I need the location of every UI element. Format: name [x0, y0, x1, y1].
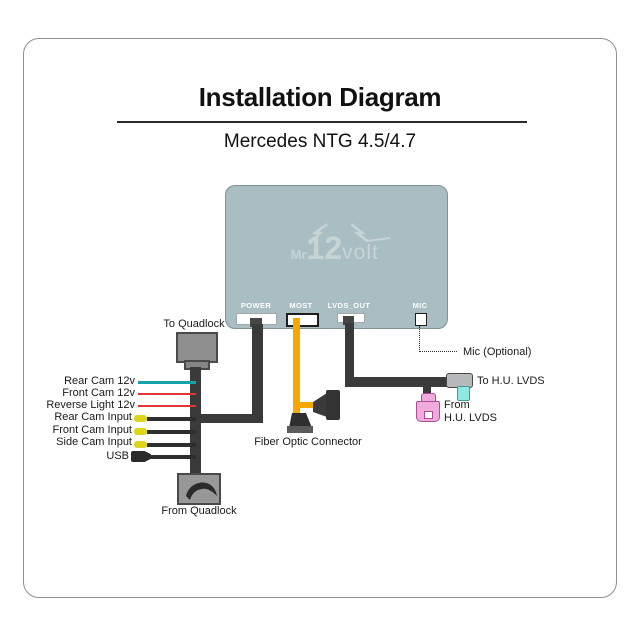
- mic-dotted-line-vertical: [419, 326, 420, 352]
- most-port-connector: [286, 313, 319, 327]
- quadlock-hook-icon: [186, 482, 217, 500]
- lvds-branch-cable: [423, 384, 431, 396]
- fiber-optic-connector-label: Fiber Optic Connector: [254, 436, 362, 448]
- power-plug: [250, 318, 262, 327]
- wire-label-side-cam-input: Side Cam Input: [56, 436, 132, 448]
- rear-cam-input-wire: [147, 416, 196, 421]
- usb-connector: [131, 451, 151, 462]
- to-hu-lvds-label: To H.U. LVDS: [477, 375, 545, 387]
- wire-label-rear-cam-input: Rear Cam Input: [54, 411, 132, 423]
- power-cable: [252, 324, 263, 420]
- port-label-mic: MIC: [412, 301, 428, 310]
- front-cam-12v-wire: [138, 392, 196, 395]
- fiber-optic-connectors: [287, 390, 340, 433]
- wire-label-reverse-light-12v: Reverse Light 12v: [46, 399, 135, 411]
- mic-optional-label: Mic (Optional): [463, 346, 532, 358]
- wire-label-front-cam-12v: Front Cam 12v: [62, 387, 135, 399]
- from-hu-lvds-label-line1: From: [444, 399, 470, 411]
- wire-label-front-cam-input: Front Cam Input: [52, 424, 132, 436]
- logo-suffix: volt: [342, 241, 379, 264]
- port-label-lvds-out: LVDS_OUT: [327, 301, 371, 310]
- usb-wire: [151, 455, 196, 459]
- fiber-cable-branch: [297, 402, 314, 408]
- lvds-cable-horizontal: [345, 377, 453, 387]
- rear-cam-12v-wire: [138, 381, 196, 384]
- fiber-cable-vertical: [293, 318, 300, 415]
- front-cam-input-rca-connector: [134, 427, 147, 435]
- side-cam-input-wire: [147, 442, 196, 447]
- to-quadlock-connector: [176, 332, 218, 363]
- to-hu-lvds-stem: [457, 386, 470, 401]
- lvds-out-plug: [343, 316, 354, 325]
- from-quadlock-label: From Quadlock: [161, 505, 237, 517]
- logo-number: 12: [306, 230, 343, 266]
- mic-dotted-line-horizontal: [420, 351, 457, 352]
- to-quadlock-label: To Quadlock: [163, 318, 225, 330]
- port-label-power: POWER: [240, 301, 272, 310]
- rear-cam-input-rca-connector: [134, 414, 147, 422]
- wire-label-usb: USB: [106, 450, 129, 462]
- port-label-most: MOST: [289, 301, 313, 310]
- from-quadlock-connector: [177, 473, 221, 505]
- reverse-light-12v-wire: [138, 404, 196, 407]
- lightning-bolts-icon: [307, 222, 390, 245]
- logo-prefix: Mr: [290, 247, 307, 262]
- from-hu-lvds-connector-hole: [424, 411, 433, 419]
- side-cam-input-rca-connector: [134, 440, 147, 448]
- front-cam-input-wire: [147, 429, 196, 434]
- lvds-cable-vertical: [345, 323, 354, 382]
- from-hu-lvds-label-line2: H.U. LVDS: [444, 412, 497, 424]
- wire-label-rear-cam-12v: Rear Cam 12v: [64, 375, 135, 387]
- mic-port-connector: [415, 313, 427, 326]
- page-subtitle: Mercedes NTG 4.5/4.7: [223, 131, 417, 152]
- power-harness-junction: [196, 414, 263, 423]
- page-title: Installation Diagram: [198, 82, 442, 112]
- title-divider: [117, 121, 527, 123]
